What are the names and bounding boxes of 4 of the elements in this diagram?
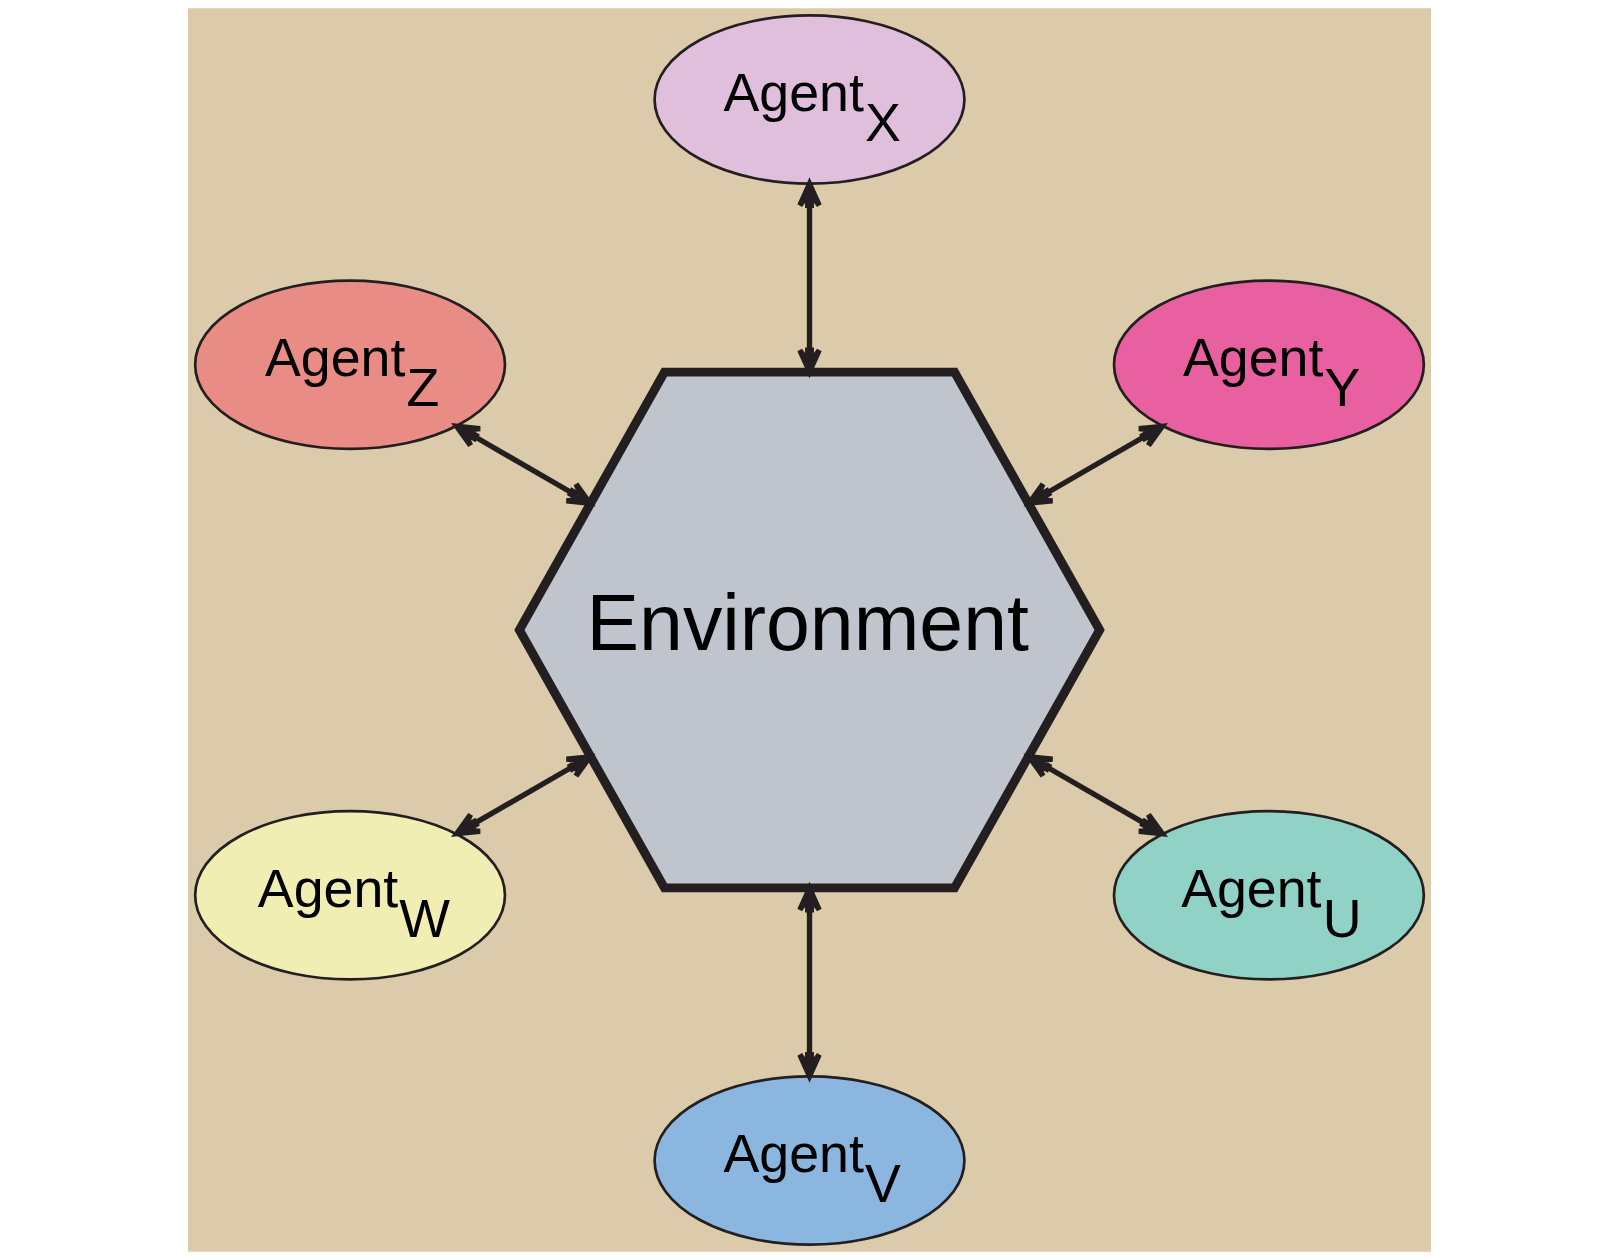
arrow [453, 754, 593, 837]
arrow [1025, 754, 1165, 837]
arrow [1025, 423, 1165, 506]
arrow [453, 423, 593, 506]
